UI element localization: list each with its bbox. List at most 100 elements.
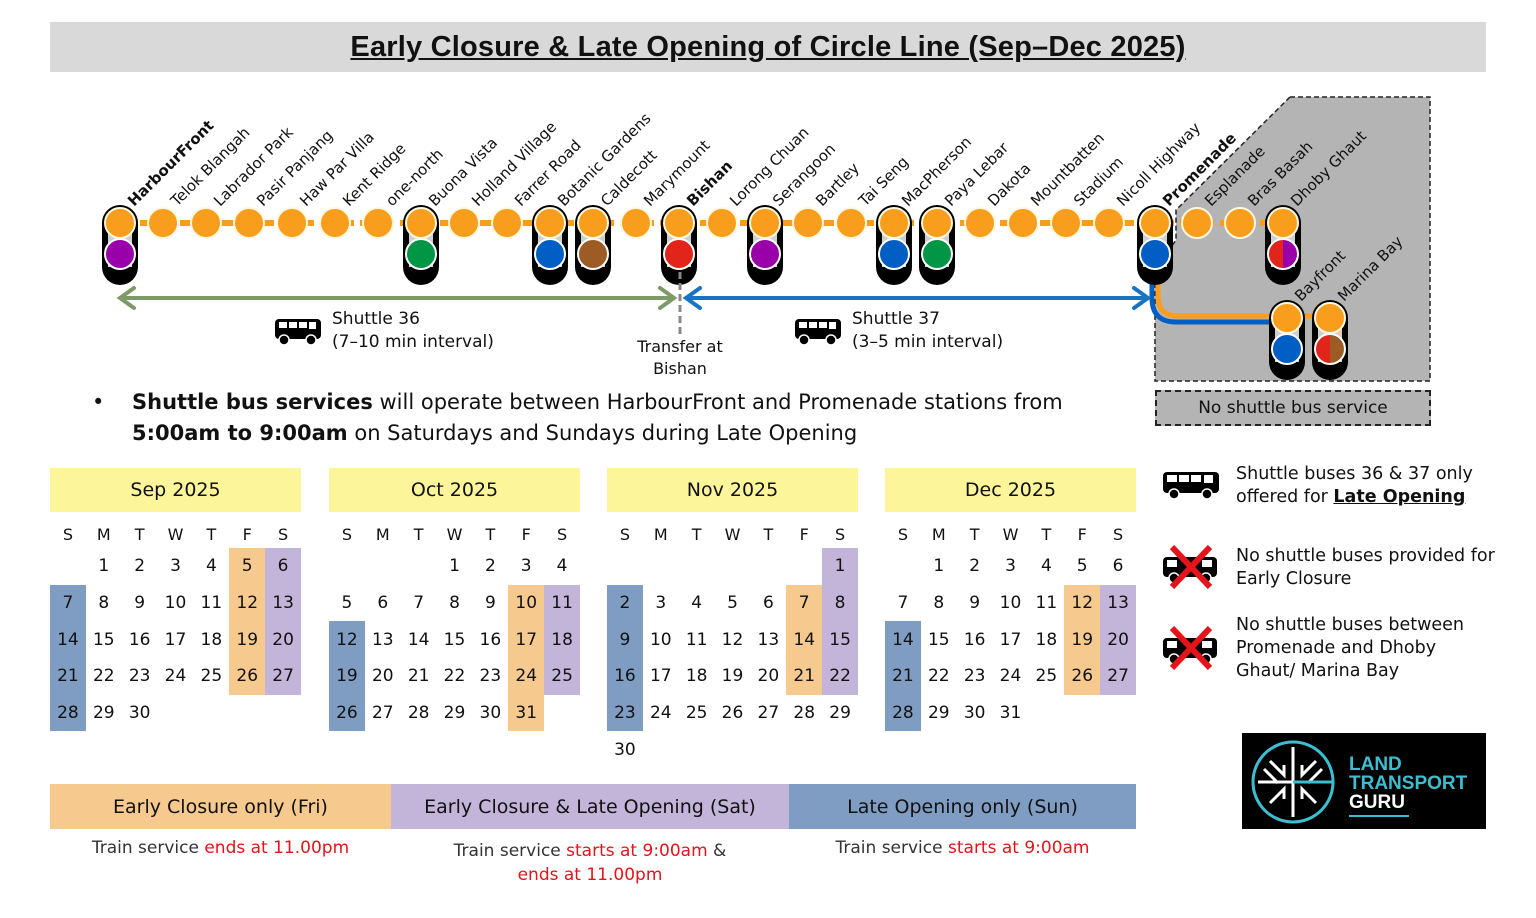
weekday-header: W <box>167 524 184 544</box>
legend-early-closure: Early Closure only (Fri) <box>50 784 391 829</box>
empty-cell <box>50 548 86 585</box>
calendar-day: 5 <box>229 548 266 585</box>
interchange-line-dot <box>1271 333 1303 365</box>
calendar-day: 10 <box>649 629 672 650</box>
calendar-day: 1 <box>98 556 110 577</box>
station-tai-seng <box>835 207 867 239</box>
interchange-line-dot <box>878 238 910 270</box>
station-macpherson <box>876 205 912 285</box>
interchange-line-dot <box>921 238 953 270</box>
station-caldecott <box>575 205 611 285</box>
station-dot <box>233 207 265 239</box>
calendar-day: 31 <box>999 703 1022 724</box>
legend-band: Early Closure only (Fri) Early Closure &… <box>50 784 1136 829</box>
calendar-day: 21 <box>885 658 921 695</box>
station-dot <box>577 207 609 239</box>
downtown-branch-track <box>1149 250 1287 325</box>
note-bold-2: 5:00am to 9:00am <box>132 421 348 445</box>
logo-underline <box>1349 815 1409 817</box>
calendar-day: 19 <box>329 658 365 695</box>
calendar-day: 15 <box>92 629 115 650</box>
shuttle-37-interval: (3–5 min interval) <box>852 332 1004 352</box>
weekday-header: T <box>485 524 496 544</box>
station-dot <box>1314 302 1346 334</box>
calendar-day: 4 <box>205 556 217 577</box>
calendar-day: 24 <box>649 703 672 724</box>
calendar-day: 24 <box>508 658 545 695</box>
calendar-day: 29 <box>443 703 466 724</box>
calendar-day: 10 <box>164 593 187 614</box>
calendar-day: 19 <box>721 666 744 687</box>
station-dot <box>1181 207 1213 239</box>
calendar-day: 14 <box>50 621 86 659</box>
station-name: Mountbatten <box>1027 129 1108 210</box>
calendar-day: 13 <box>1100 584 1136 622</box>
station-dot <box>964 207 996 239</box>
station-dot <box>1007 207 1039 239</box>
weekday-header: S <box>62 524 73 544</box>
calendar-day: 29 <box>927 703 950 724</box>
calendar-day: 13 <box>265 584 301 622</box>
empty-cell <box>750 548 786 585</box>
shuttle-37-arrow <box>682 286 1152 310</box>
station-dot <box>1267 207 1299 239</box>
calendar-day: 29 <box>92 703 115 724</box>
calendar-day: 11 <box>1035 593 1058 614</box>
weekday-header: T <box>206 524 217 544</box>
legend-text: Shuttle buses 36 & 37 only offered for <box>1236 464 1473 507</box>
interchange-line-dot <box>663 238 695 270</box>
calendar-day: 6 <box>377 593 389 614</box>
station-farrer-road <box>491 207 523 239</box>
shuttle-36-interval: (7–10 min interval) <box>332 332 494 352</box>
station-promenade <box>1137 205 1173 285</box>
weekday-header: M <box>653 524 668 544</box>
calendar-day: 15 <box>927 629 950 650</box>
bus-icon <box>1163 472 1219 500</box>
station-serangoon <box>747 205 783 285</box>
calendar-day: 5 <box>1076 556 1088 577</box>
calendar-day: 27 <box>265 658 301 695</box>
weekday-header: T <box>969 524 980 544</box>
calendar-day: 8 <box>933 593 945 614</box>
calendar-day: 2 <box>607 584 643 622</box>
calendar-day: 9 <box>969 593 981 614</box>
station-bishan <box>661 205 697 285</box>
empty-cell <box>679 548 715 585</box>
station-marymount <box>620 207 652 239</box>
calendar-day: 18 <box>544 621 580 659</box>
bullet-marker: • <box>92 390 105 414</box>
station-dot <box>190 207 222 239</box>
station-dot <box>491 207 523 239</box>
empty-cell <box>786 548 822 585</box>
calendar-day: 22 <box>92 666 115 687</box>
logo-line2: TRANSPORT <box>1349 773 1468 794</box>
calendar-day: 16 <box>963 629 986 650</box>
station-dot <box>706 207 738 239</box>
circle-branch-track <box>1155 250 1330 319</box>
calendar-day: 15 <box>443 629 466 650</box>
calendar-day: 27 <box>757 703 780 724</box>
weekday-header: T <box>413 524 424 544</box>
weekday-header: S <box>1112 524 1124 544</box>
station-esplanade <box>1181 207 1213 239</box>
empty-cell <box>607 548 643 585</box>
weekday-header: T <box>691 524 702 544</box>
station-botanic-gardens <box>532 205 568 285</box>
fri-service-note: Train service ends at 11.00pm <box>50 836 391 860</box>
weekday-header: F <box>521 524 531 544</box>
station-dot <box>1093 207 1125 239</box>
logo-mark-icon <box>1251 740 1335 824</box>
calendar-day: 11 <box>544 584 580 622</box>
empty-cell <box>401 548 437 585</box>
weekday-header: F <box>799 524 809 544</box>
calendar-day: 7 <box>897 593 909 614</box>
station-one-north <box>362 207 394 239</box>
transfer-line1: Transfer at <box>637 337 723 356</box>
calendar-day: 30 <box>614 739 636 760</box>
station-dot <box>405 207 437 239</box>
